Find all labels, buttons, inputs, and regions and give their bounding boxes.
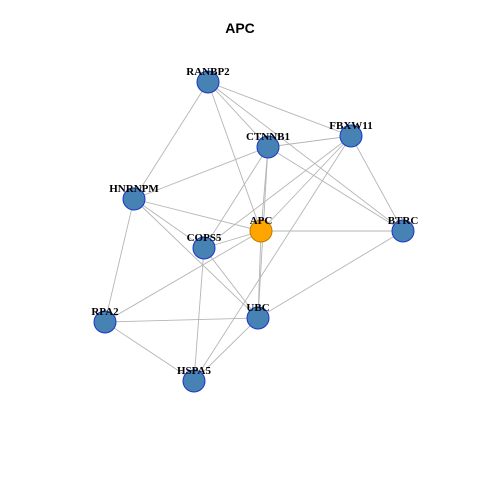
node-ranbp2[interactable]: RANBP2 [186,66,230,94]
edge-ctnnb1-cops5 [203,146,269,249]
edge-fbxw11-btrc [350,135,404,232]
edge-ctnnb1-hnrnpm [133,146,269,200]
edge-hnrnpm-cops5 [133,198,205,249]
edge-apc-ubc [257,230,262,319]
node-label-cops5: COPS5 [187,232,222,244]
edge-fbxw11-hspa5 [193,135,352,382]
edge-ctnnb1-fbxw11 [267,135,352,148]
node-circle-btrc[interactable] [391,219,415,243]
node-rpa2[interactable]: RPA2 [91,306,119,334]
node-label-hspa5: HSPA5 [177,365,212,377]
edge-rpa2-hspa5 [104,321,195,382]
node-circle-ubc[interactable] [246,306,270,330]
edge-ranbp2-btrc [207,81,404,232]
node-label-rpa2: RPA2 [91,306,119,318]
edge-hnrnpm-ubc [133,198,259,319]
graph-title: APC [225,20,255,36]
edge-apc-rpa2 [104,230,262,323]
node-ctnnb1[interactable]: CTNNB1 [246,131,290,159]
edge-ubc-hspa5 [193,317,259,382]
node-ubc[interactable]: UBC [246,302,270,330]
node-circle-apc[interactable] [249,219,273,243]
edge-hnrnpm-apc [133,198,262,232]
edge-ranbp2-ctnnb1 [207,81,269,148]
edge-fbxw11-apc [260,135,352,232]
edge-ctnnb1-btrc [267,146,404,232]
node-circle-cops5[interactable] [192,236,216,260]
node-hspa5[interactable]: HSPA5 [177,365,212,393]
edge-btrc-ubc [257,230,404,319]
node-btrc[interactable]: BTRC [388,215,419,243]
node-label-fbxw11: FBXW11 [329,120,372,132]
node-label-hnrnpm: HNRNPM [109,183,159,195]
node-circle-fbxw11[interactable] [339,124,363,148]
edge-ranbp2-fbxw11 [207,81,352,137]
node-circle-hspa5[interactable] [182,369,206,393]
edge-rpa2-ubc [104,317,259,323]
edge-cops5-ubc [203,247,259,319]
edge-hnrnpm-rpa2 [104,198,135,323]
node-label-ubc: UBC [246,302,269,314]
node-circle-ctnnb1[interactable] [256,135,280,159]
node-fbxw11[interactable]: FBXW11 [329,120,373,148]
node-label-apc: APC [250,215,273,227]
edge-fbxw11-cops5 [203,135,352,249]
edge-ranbp2-apc [207,81,262,232]
node-circle-ranbp2[interactable] [196,70,220,94]
edge-ranbp2-hnrnpm [133,81,209,200]
node-label-ctnnb1: CTNNB1 [246,131,290,143]
node-apc[interactable]: APC [249,215,273,243]
edge-cops5-hspa5 [193,247,205,382]
node-circle-hnrnpm[interactable] [122,187,146,211]
node-label-btrc: BTRC [388,215,419,227]
node-hnrnpm[interactable]: HNRNPM [109,183,159,211]
node-label-ranbp2: RANBP2 [186,66,230,78]
node-circle-rpa2[interactable] [93,310,117,334]
node-cops5[interactable]: COPS5 [187,232,222,260]
